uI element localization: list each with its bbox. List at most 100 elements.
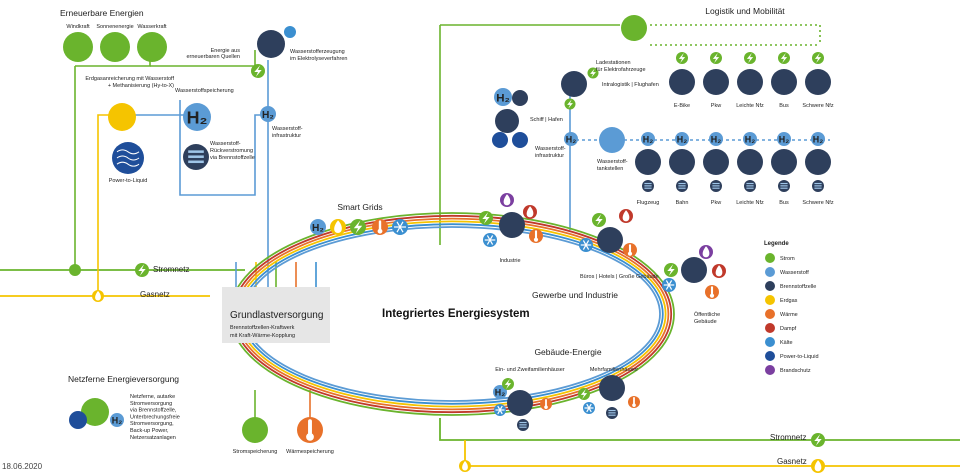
vehicle-bottom-label-6: Schwere Nfz <box>802 200 833 206</box>
oeffentliche-2: Gebäude <box>694 319 717 325</box>
netzferne-desc-5: Stromversorgung, <box>130 421 174 427</box>
thermo-glyph <box>633 397 635 405</box>
stromnetz-bottom-label: Stromnetz <box>770 433 806 442</box>
cell-glyph <box>519 426 527 428</box>
office-icon <box>597 227 623 253</box>
cell-glyph <box>519 421 527 424</box>
fire-protection-icon <box>765 365 775 375</box>
legend-label-1: Strom <box>780 256 795 262</box>
gas-to-enrichment <box>97 114 120 296</box>
cell-glyph <box>188 150 204 153</box>
logistics-hub-icon <box>561 71 587 97</box>
h2-icon <box>641 132 655 146</box>
wave-glyph <box>116 149 140 155</box>
thermo-bulb <box>632 403 636 407</box>
h2-glyph: H₂ <box>711 134 721 144</box>
vehicle-top-label-1: E-Bike <box>674 103 690 109</box>
oeffentliche-1: Öffentliche <box>694 311 720 318</box>
bolt-glyph <box>814 53 822 63</box>
ship-ptl-icon-2 <box>512 132 528 148</box>
renewable-icon-1 <box>63 32 93 62</box>
waves-icon <box>765 351 775 361</box>
main-title: Integriertes Energiesystem <box>382 308 530 320</box>
cell-glyph <box>519 424 527 426</box>
vehicle-bottom-2 <box>669 149 695 175</box>
thermo-bulb <box>544 405 548 409</box>
cell-glyph <box>814 182 822 185</box>
bolt-glyph <box>595 214 603 226</box>
stromspeicher-icon <box>242 417 268 443</box>
thermo-glyph <box>710 286 714 295</box>
erneuerbare-title: Erneuerbare Energien <box>60 8 144 18</box>
grundlast-title: Grundlastversorgung <box>230 310 324 321</box>
intralogistik: Intralogistik | Flughafen <box>602 82 659 88</box>
h2-icon <box>494 88 512 106</box>
h2-glyph: H₂ <box>495 387 505 397</box>
erdgasanreicherung-2: + Methanisierung (Hy-to-X) <box>108 83 174 89</box>
bolt-glyph <box>590 68 596 78</box>
thermo-bulb <box>627 251 633 256</box>
legend-label-8: Power-to-Liquid <box>780 354 819 360</box>
vehicle-bottom-label-4: Leichte Nfz <box>736 200 764 206</box>
legend-label-3: Brennstoffzelle <box>780 284 816 290</box>
bueros-label: Büros | Hotels | Große Gebäude <box>580 274 659 280</box>
schiff-label: Schiff | Hafen <box>530 117 563 123</box>
cell-glyph <box>712 185 720 187</box>
vehicle-bottom-label-3: Pkw <box>711 200 721 206</box>
legend-label-2: Wasserstoff <box>780 270 809 276</box>
vehicle-top-2 <box>703 69 729 95</box>
ladestation-top <box>650 24 821 45</box>
snow-glyph <box>486 235 494 245</box>
cell-glyph <box>644 185 652 187</box>
bolt-glyph <box>667 264 675 276</box>
netzferne-desc-4: Unterbrechungsfreie <box>130 414 180 420</box>
cell-glyph <box>678 182 686 185</box>
cell-glyph <box>746 187 754 189</box>
cell-glyph <box>678 185 686 187</box>
vehicle-top-1 <box>669 69 695 95</box>
cell-glyph <box>678 187 686 189</box>
cell-glyph <box>746 182 754 185</box>
vehicle-bottom-3 <box>703 149 729 175</box>
flame-glyph <box>702 246 710 258</box>
grid-junction <box>69 264 81 276</box>
cell-glyph <box>780 185 788 187</box>
renewable-icon-3 <box>137 32 167 62</box>
vehicle-bottom-label-2: Bahn <box>676 200 689 206</box>
cell-glyph <box>608 412 616 414</box>
apartment-icon <box>599 375 625 401</box>
gasnetz-bottom-label: Gasnetz <box>777 457 807 466</box>
thermo-bulb <box>533 237 539 242</box>
gasnetz-label: Gasnetz <box>140 290 170 299</box>
h2-glyph: H₂ <box>643 134 653 144</box>
flame-glyph <box>715 265 723 277</box>
vehicle-top-5 <box>805 69 831 95</box>
public-building-icon <box>681 257 707 283</box>
nodes: H₂H₂H₂H₂H₂H₂H₂H₂H₂H₂H₂H₂H₂H₂ <box>63 15 831 473</box>
ladestationen-1: Ladestationen <box>596 60 631 66</box>
legend-label-9: Brandschutz <box>780 368 811 374</box>
cell-glyph <box>746 185 754 187</box>
bolt-glyph <box>353 220 363 234</box>
rueckverstromung-3: via Brennstoffzelle <box>210 155 255 161</box>
h2-icon <box>743 132 757 146</box>
h2-icon <box>110 413 124 427</box>
renewable-label-2: Sonnenenergie <box>96 24 133 30</box>
bolt-glyph <box>482 212 490 224</box>
h2-glyph: H₂ <box>112 415 122 425</box>
erdgasanreicherung-1: Erdgasanreicherung mit Wasserstoff <box>85 76 174 82</box>
thermo-glyph <box>534 230 538 239</box>
bolt-glyph <box>567 99 573 109</box>
ship-ptl-icon <box>492 132 508 148</box>
fuel-cell-icon <box>765 281 775 291</box>
wasserstofferzeugung-1: Wasserstofferzeugung <box>290 49 345 55</box>
offgrid-ptl-icon <box>69 411 87 429</box>
lightning-icon <box>765 253 775 263</box>
grundlast-sub-2: mit Kraft-Wärme-Kopplung <box>230 333 296 339</box>
flame-glyph <box>462 461 468 471</box>
cell-glyph <box>188 155 204 158</box>
thermometer-icon <box>765 309 775 319</box>
gasnetz-bottom <box>464 440 960 467</box>
